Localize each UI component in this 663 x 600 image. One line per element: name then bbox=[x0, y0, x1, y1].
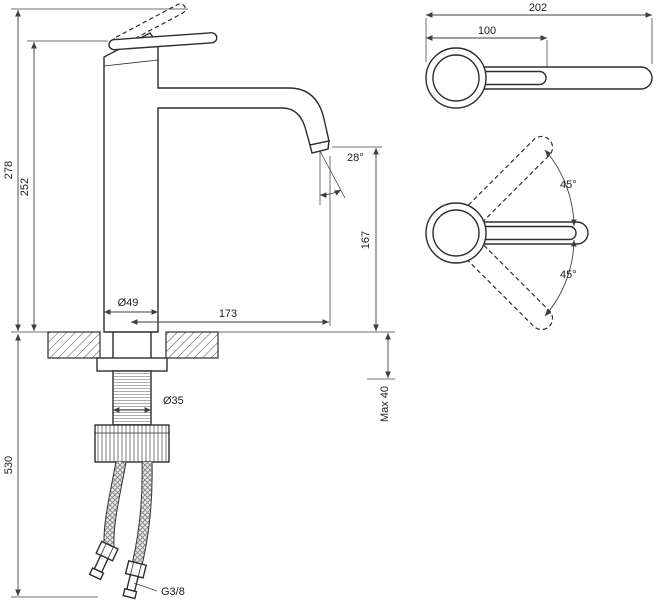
side-view: 28° bbox=[3, 3, 395, 600]
angle-arc bbox=[319, 189, 342, 198]
upper-height-label: 252 bbox=[19, 178, 31, 196]
base-diameter-label: Ø49 bbox=[118, 297, 139, 309]
dimension-max40: Max 40 bbox=[379, 333, 391, 422]
hose-left-braid bbox=[104, 461, 126, 548]
spout-angle-annotation: 28° bbox=[319, 150, 364, 205]
dimension-d35: Ø35 bbox=[113, 395, 184, 413]
swivel-up-angle-label: 45° bbox=[560, 179, 577, 191]
fitting-tip bbox=[122, 587, 138, 600]
max-deck-thickness-label: Max 40 bbox=[379, 386, 391, 422]
dimension-100: 100 bbox=[426, 25, 548, 89]
outlet-height-label: 167 bbox=[360, 231, 372, 249]
mounting-nut bbox=[94, 424, 170, 463]
connection-thread-label: G3/8 bbox=[161, 586, 185, 598]
body-swivel-inner-circle bbox=[432, 209, 480, 257]
head-seam-line bbox=[103, 59, 159, 67]
thread-leader-line bbox=[133, 582, 158, 592]
swivel-down-angle-label: 45° bbox=[560, 269, 577, 281]
plan-view bbox=[425, 47, 653, 109]
hose-right-braid bbox=[132, 461, 152, 567]
faucet-body-outline bbox=[103, 32, 330, 333]
body-plan-inner-circle bbox=[432, 54, 480, 102]
aerator bbox=[309, 140, 330, 154]
extension-lines bbox=[11, 8, 395, 598]
dimension-278: 278 bbox=[3, 10, 21, 331]
fitting-facet-line bbox=[100, 543, 107, 556]
hose-fitting-left bbox=[88, 540, 119, 581]
fitting-tube bbox=[125, 573, 140, 593]
body-swivel-outer-circle bbox=[425, 202, 487, 264]
countertop-right bbox=[165, 331, 219, 359]
fitting-facet-line bbox=[107, 546, 114, 559]
handle-length-label: 100 bbox=[478, 25, 496, 37]
swivel-down-arc bbox=[544, 239, 577, 317]
swivel-up-arc bbox=[544, 149, 577, 227]
handle-lever-raised-outline bbox=[112, 3, 186, 48]
top-view: 202 100 45° 45° bbox=[425, 2, 653, 331]
base-washer bbox=[96, 357, 168, 372]
angle-stream-line bbox=[319, 150, 346, 199]
spout-angle-label: 28° bbox=[347, 152, 364, 164]
fitting-facet-line bbox=[130, 561, 134, 575]
dimension-252: 252 bbox=[19, 42, 37, 331]
handle-lever bbox=[108, 32, 218, 51]
body-plan-outer-circle bbox=[425, 47, 487, 109]
spout-reach-label: 173 bbox=[219, 308, 237, 320]
supply-hoses bbox=[103, 461, 153, 567]
fitting-tip bbox=[88, 567, 105, 581]
dimension-173: 173 bbox=[131, 308, 329, 325]
total-length-label: 202 bbox=[529, 2, 547, 14]
dimension-d49: Ø49 bbox=[104, 297, 158, 315]
dimension-167: 167 bbox=[360, 148, 379, 331]
lower-height-label: 530 bbox=[3, 456, 15, 474]
swivel-view: 45° 45° bbox=[425, 135, 589, 331]
shank-diameter-label: Ø35 bbox=[163, 395, 184, 407]
threaded-shank bbox=[112, 370, 152, 426]
total-height-label: 278 bbox=[3, 161, 15, 179]
dimension-530: 530 bbox=[3, 334, 21, 596]
hose-fitting-right bbox=[122, 560, 148, 600]
fitting-facet-line bbox=[137, 563, 142, 577]
fitting-nut bbox=[124, 560, 148, 579]
spout-plan-outline bbox=[465, 66, 653, 90]
countertop-left bbox=[47, 331, 101, 359]
